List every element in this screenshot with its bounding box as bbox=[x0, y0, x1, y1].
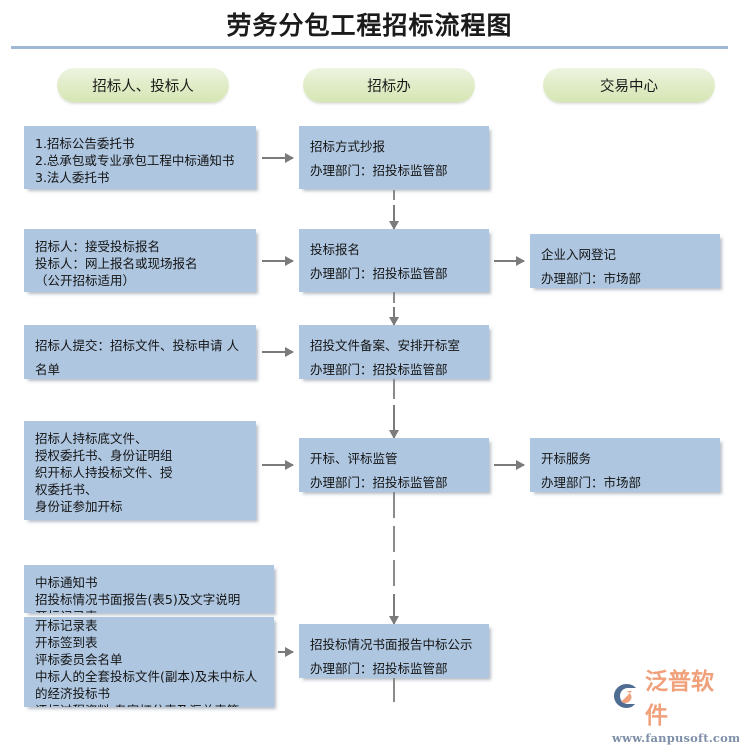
arrow-r2-mid-to-right bbox=[494, 256, 525, 266]
brand-logo: 泛普软件 www.fanpusoft.com bbox=[612, 662, 739, 745]
column-header-trading-center: 交易中心 bbox=[543, 68, 715, 102]
arrow-r1-mid-to-r2-mid bbox=[389, 205, 399, 230]
arrow-r3-mid-to-r4-mid bbox=[389, 405, 399, 439]
process-box-enterprise-network-registration: 企业入网登记 办理部门：市场部 bbox=[530, 234, 720, 288]
logo-wordmark: 泛普软件 bbox=[645, 669, 714, 729]
process-box-registration-parties: 招标人：接受投标报名 投标人：网上报名或现场报名 （公开招标适用） bbox=[24, 229, 256, 292]
connector-r4-to-r5-segment1 bbox=[393, 492, 395, 518]
connector-r5-mid-tail bbox=[393, 678, 395, 702]
process-box-bid-opening-service: 开标服务 办理部门：市场部 bbox=[530, 438, 720, 492]
logo-website-url: www.fanpusoft.com bbox=[612, 731, 739, 745]
arrow-r2-left-to-mid bbox=[262, 256, 294, 266]
page-title: 劳务分包工程招标流程图 bbox=[226, 11, 513, 40]
process-box-bid-opening-evaluation-supervision: 开标、评标监管 办理部门：招投标监管部 bbox=[299, 438, 489, 492]
connector-r4-to-r5-segment2 bbox=[393, 526, 395, 552]
process-box-bid-registration: 投标报名 办理部门：招投标监管部 bbox=[299, 229, 489, 292]
title-divider bbox=[11, 46, 728, 49]
arrow-r3-left-to-mid bbox=[262, 347, 294, 357]
arrow-r4-mid-to-r5-mid bbox=[389, 594, 399, 625]
arrow-r5-left-to-mid bbox=[278, 647, 294, 657]
process-box-file-filing-bid-room: 招投文件备案、安排开标室 办理部门：招投标监管部 bbox=[299, 325, 489, 379]
connector-r3-to-r4-segment1 bbox=[393, 379, 395, 399]
column-header-bidder: 招标人、投标人 bbox=[57, 68, 229, 102]
connector-r2-to-r3-segment1 bbox=[393, 292, 395, 303]
column-header-tender-office: 招标办 bbox=[303, 68, 475, 102]
arrow-r2-mid-to-r3-mid bbox=[389, 307, 399, 326]
arrow-r4-left-to-mid bbox=[262, 460, 294, 470]
connector-r1-to-r2-segment1 bbox=[393, 190, 395, 200]
process-box-award-notice-report: 中标通知书 招投标情况书面报告(表5)及文字说明 开标记录表 bbox=[24, 565, 274, 613]
process-box-tender-method-report: 招标方式抄报 办理部门：招投标监管部 bbox=[299, 126, 489, 189]
process-box-opening-attendance-documents: 招标人持标底文件、 授权委托书、身份证明组 织开标人持投标文件、授 权委托书、 … bbox=[24, 421, 256, 520]
arrow-r4-mid-to-right bbox=[494, 460, 525, 470]
process-box-report-award-publicity: 招投标情况书面报告中标公示 办理部门：招投标监管部 bbox=[299, 624, 489, 678]
process-box-tenderer-submits-files: 招标人提交：招标文件、投标申请 人名单 预约开标室 bbox=[24, 325, 256, 379]
fanpu-logo-icon bbox=[612, 682, 642, 710]
process-box-documents-submission: 1.招标公告委托书 2.总承包或专业承包工程中标通知书 3.法人委托书 bbox=[24, 126, 256, 189]
process-box-bid-records-materials: 开标记录表 开标签到表 评标委员会名单 中标人的全套投标文件(副本)及未中标人 … bbox=[24, 617, 274, 707]
connector-r4-to-r5-segment3 bbox=[393, 560, 395, 586]
arrow-r1-left-to-mid bbox=[262, 153, 294, 163]
